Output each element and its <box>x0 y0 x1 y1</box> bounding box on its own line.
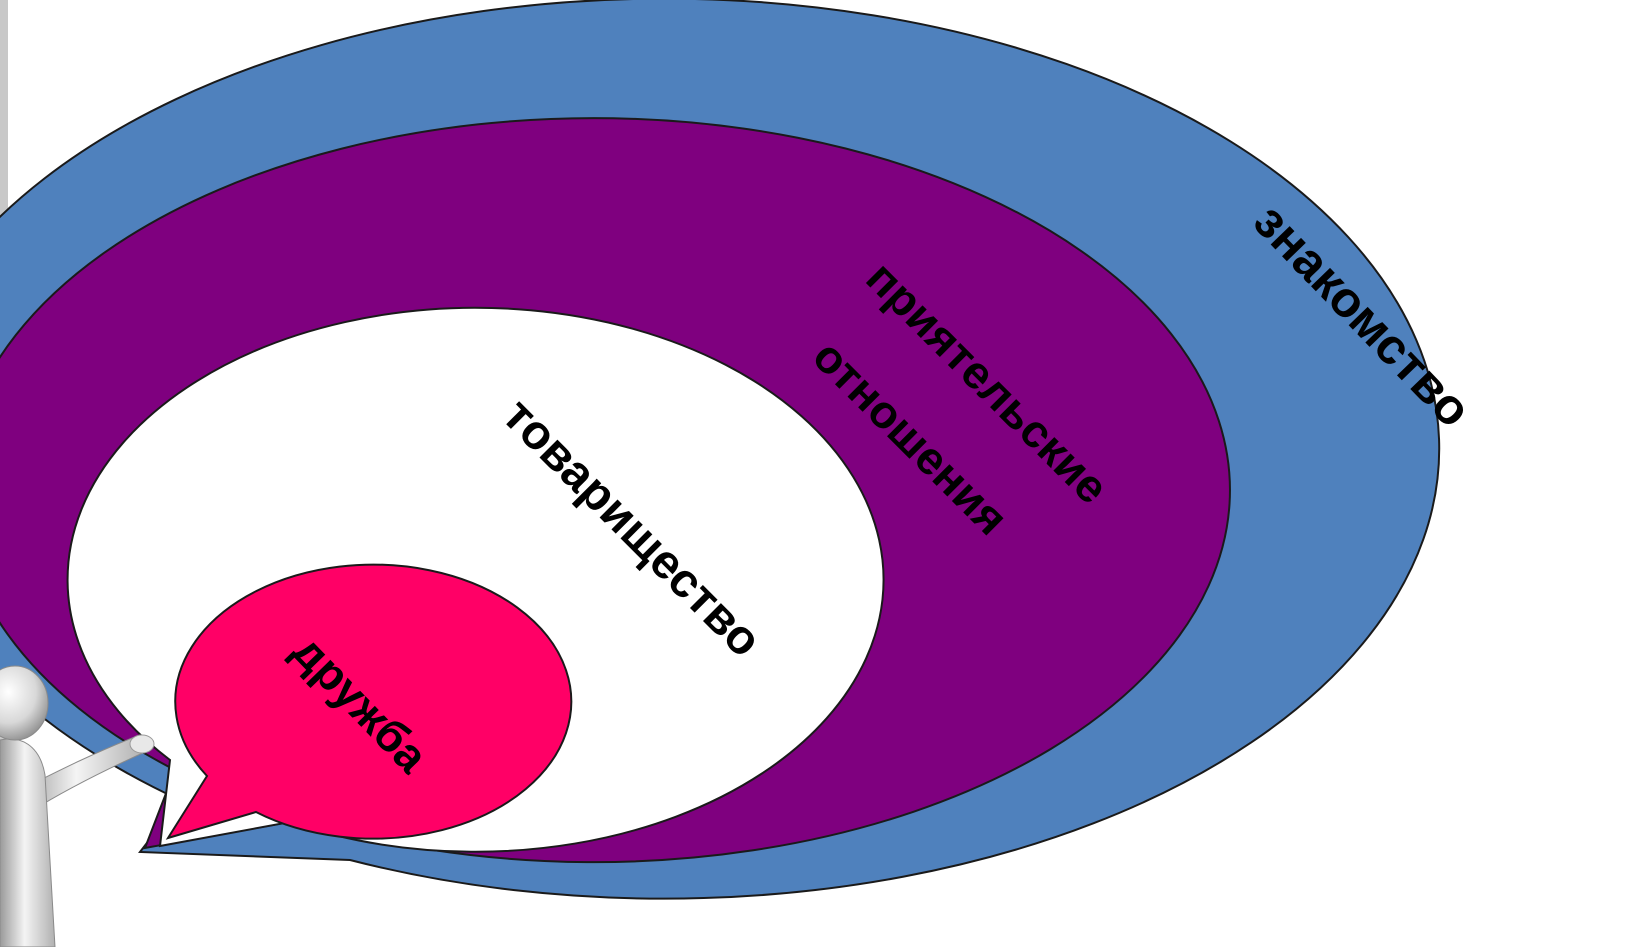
bubble-friendship: дружба <box>165 563 573 840</box>
pointing-person-figure-icon <box>0 665 155 947</box>
bubble-friendship-shape <box>165 563 573 840</box>
